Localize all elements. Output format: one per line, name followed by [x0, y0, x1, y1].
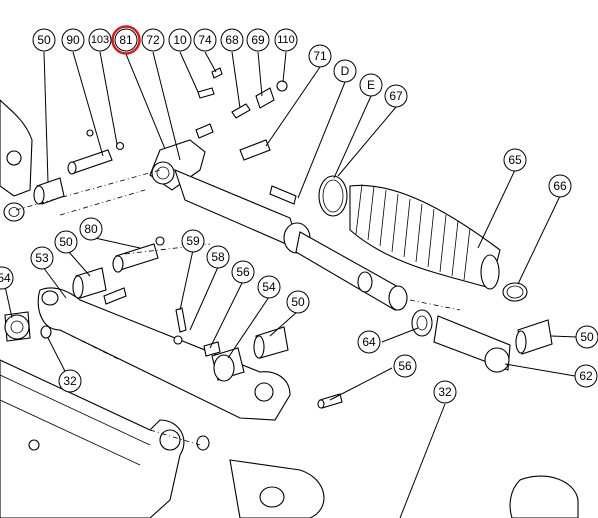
right-bushing	[509, 475, 579, 518]
callout-c3: 103	[88, 28, 112, 52]
hose-fitting-71	[239, 139, 271, 161]
callout-label: 56	[398, 359, 412, 373]
callout-label: 53	[35, 251, 49, 265]
grease-nipple-58	[203, 341, 221, 357]
callout-label: 72	[146, 33, 160, 47]
fitting-69	[255, 87, 275, 109]
callout-c7: 74	[193, 28, 217, 52]
callout-c23: 54	[257, 275, 281, 299]
callout-label: 50	[59, 235, 73, 249]
callout-label: 80	[84, 222, 98, 236]
callout-c26: 32	[58, 369, 82, 393]
callout-c21: 58	[206, 245, 230, 269]
callout-c18: 50	[54, 230, 78, 254]
callout-label: 71	[313, 49, 327, 63]
callout-c9: 69	[246, 28, 270, 52]
callout-c11: 71	[308, 44, 332, 68]
callout-c13: E	[359, 73, 383, 97]
callout-label: 68	[225, 33, 239, 47]
leader-lines	[4, 51, 578, 518]
callout-c14: 67	[384, 84, 408, 108]
fitting-E	[269, 185, 297, 205]
callout-c1: 50	[32, 28, 56, 52]
callout-label: E	[367, 78, 375, 92]
callout-label: 50	[291, 295, 305, 309]
callout-label: 54	[0, 271, 11, 285]
callout-label: 50	[37, 33, 51, 47]
callout-c8: 68	[220, 28, 244, 52]
callout-c17: 80	[79, 217, 103, 241]
callout-label: 69	[251, 33, 265, 47]
callout-c29: 50	[575, 325, 598, 349]
callout-c28: 56	[393, 354, 417, 378]
callout-c10: 110	[274, 28, 298, 52]
callout-c19: 53	[30, 246, 54, 270]
clamp-67	[318, 175, 348, 217]
left-frame-bushing	[3, 202, 25, 222]
callout-label: 65	[508, 153, 522, 167]
callout-c22: 56	[231, 260, 255, 284]
nut-64	[411, 309, 433, 337]
callout-c24: 50	[286, 290, 310, 314]
callout-label: 62	[579, 369, 593, 383]
callout-label: 54	[262, 280, 276, 294]
callout-label: 64	[362, 335, 376, 349]
callout-label: 58	[211, 250, 225, 264]
callout-c25: 54	[0, 266, 14, 290]
callout-label: 59	[186, 234, 200, 248]
callout-label: 66	[553, 179, 567, 193]
callout-label: 56	[236, 265, 250, 279]
callout-label: 50	[580, 330, 594, 344]
callout-c4-highlighted: 81	[111, 25, 141, 55]
callout-c12: D	[333, 59, 357, 83]
clamp-66	[502, 282, 528, 302]
callout-c30: 62	[574, 364, 598, 388]
callout-label: 32	[438, 385, 452, 399]
callout-label: 74	[198, 33, 212, 47]
callout-bubbles: 50 90 103 81 72 10 74 68 69 110 71 D E 6…	[0, 25, 598, 404]
callout-label: 10	[173, 33, 187, 47]
left-frame-bracket	[0, 99, 33, 197]
callout-c31: 32	[433, 380, 457, 404]
callout-c6: 10	[168, 28, 192, 52]
callout-label: 81	[119, 33, 133, 47]
lower-frame-plate	[0, 359, 185, 518]
callout-label: 103	[91, 34, 109, 46]
callout-label: 67	[389, 89, 403, 103]
callout-label: 90	[66, 33, 80, 47]
callout-c20: 59	[181, 229, 205, 253]
callout-c15: 65	[503, 148, 527, 172]
callout-c16: 66	[548, 174, 572, 198]
callout-label: 110	[277, 34, 295, 46]
callout-c27: 64	[357, 330, 381, 354]
parts-drawing	[0, 67, 579, 518]
callout-label: 32	[63, 374, 77, 388]
link-53	[37, 287, 291, 421]
cylinder-rod	[295, 231, 401, 311]
callout-c2: 90	[61, 28, 85, 52]
highlight-ring	[111, 25, 141, 55]
callout-label: D	[341, 64, 350, 78]
bolt-59	[175, 307, 187, 333]
callout-c5: 72	[141, 28, 165, 52]
